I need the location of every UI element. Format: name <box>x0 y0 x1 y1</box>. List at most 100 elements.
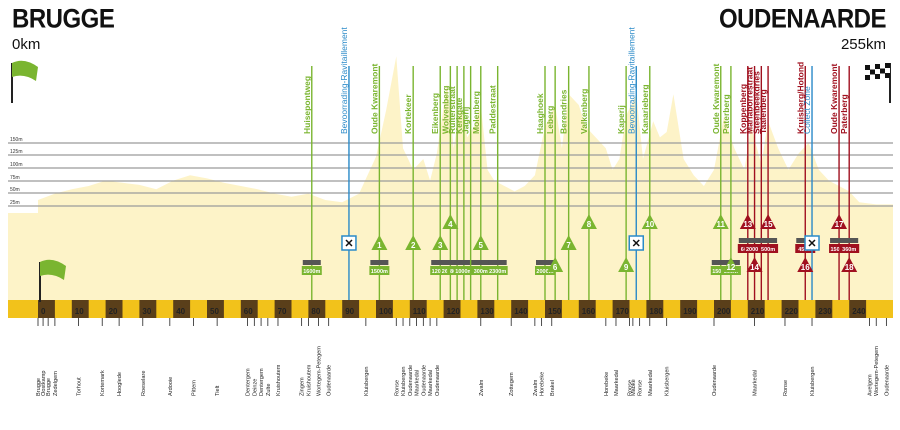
marker-label: Jagerij <box>461 107 471 134</box>
town-name: Hooglede <box>117 372 123 396</box>
axis-km-label: 30 <box>142 307 151 316</box>
marker-label: Bevoorrading-Ravitaillement <box>626 27 636 134</box>
axis-segment <box>274 300 292 318</box>
marker-green: Valkenberg <box>579 66 590 300</box>
town-name: Maarkedal <box>415 370 421 396</box>
axis-km-label: 120 <box>447 307 461 316</box>
cobble-icon <box>431 260 450 265</box>
flag-check <box>870 64 875 70</box>
climb-number: 9 <box>624 263 629 272</box>
climb-triangle <box>371 235 388 250</box>
finish-flag <box>865 63 891 103</box>
climb-6: 6 <box>547 257 564 272</box>
marker-label: Oude Kwaremont <box>369 63 379 134</box>
axis-km-label: 150 <box>548 307 562 316</box>
profile-area <box>38 56 900 301</box>
cobble-icon <box>840 238 859 243</box>
town-name: Kluisbergen <box>810 366 816 396</box>
climb-triangle <box>712 214 729 229</box>
climb-triangle <box>739 214 756 229</box>
marker-green: Jagerij <box>461 66 472 300</box>
cobble-icon <box>830 238 849 243</box>
feed-box <box>628 235 645 251</box>
cobble-length-box <box>487 266 508 275</box>
cobble-length-box <box>301 266 322 275</box>
town-name: Maarkedal <box>614 370 620 396</box>
town-name: Zottegem <box>509 372 515 396</box>
climb-triangle <box>641 214 658 229</box>
town-name: Dentergem <box>259 368 265 396</box>
climb-number: 16 <box>801 263 810 272</box>
axis-segment <box>680 300 698 318</box>
cobble-icon <box>302 260 321 265</box>
town-name: Oudenaarde <box>712 365 718 396</box>
marker-label: Berendries <box>559 89 569 134</box>
flag-check <box>870 69 875 75</box>
town-name: Zingem <box>300 377 306 396</box>
town-name: Oudenaarde <box>408 365 414 396</box>
cobble-icon <box>370 260 389 265</box>
cobble-icon <box>471 260 490 265</box>
marker-red: Steenbeekdries <box>751 66 763 300</box>
axis-km-label: 50 <box>210 307 219 316</box>
feed-box <box>341 235 357 251</box>
cobble-length: 1500m <box>371 269 388 275</box>
flag-check <box>865 70 870 75</box>
start-distance: 0km <box>12 36 41 53</box>
climb-triangle <box>722 257 739 272</box>
altitude-label: 25m <box>10 200 20 206</box>
climb-17: 17 <box>831 214 848 229</box>
town-name: Ronse <box>638 380 644 396</box>
town-name: Brugge <box>36 378 42 396</box>
cobble-length: 360m <box>842 247 856 253</box>
climb-triangle <box>831 214 848 229</box>
climb-number: 4 <box>448 220 453 229</box>
flag-check <box>880 68 885 74</box>
axis-km-label: 0 <box>41 307 46 316</box>
town-name: Pittem <box>191 380 197 396</box>
climb-triangle <box>760 214 777 229</box>
cobble-length: 2000m <box>746 247 763 253</box>
axis-segment <box>714 300 731 318</box>
axis-segment <box>545 300 562 318</box>
town-name: Horebeke <box>604 372 610 396</box>
flag-check <box>880 63 885 69</box>
marker-label: Collect Zone <box>802 86 812 134</box>
marker-label: Kaperij <box>616 105 626 134</box>
cobble-length-box <box>430 266 451 275</box>
altitude-label: 100m <box>10 162 23 168</box>
climb-number: 14 <box>750 263 759 272</box>
town-name: Oudenaarde <box>435 365 441 396</box>
axis-km-label: 70 <box>278 307 287 316</box>
town-name: Kluisbergen <box>364 366 370 396</box>
axis-segment <box>747 300 765 318</box>
axis-km-label: 140 <box>514 307 528 316</box>
marker-label: Paterberg <box>839 94 849 134</box>
climb-7: 7 <box>560 235 577 250</box>
axis-segment <box>443 300 461 318</box>
axis-segment <box>511 300 529 318</box>
town-name: Ronse <box>394 380 400 396</box>
altitude-label: 50m <box>10 187 20 193</box>
climb-triangle <box>405 235 422 250</box>
axis-segment <box>71 300 89 318</box>
cobble-length: 1000m <box>455 269 472 275</box>
axis-km-label: 200 <box>717 307 731 316</box>
marker-green: Kanarieberg <box>640 66 651 300</box>
climb-number: 17 <box>835 220 844 229</box>
km0-flag <box>39 259 66 302</box>
climb-triangle <box>432 235 449 250</box>
climb-3: 3 <box>432 235 449 250</box>
climb-triangle <box>547 257 564 272</box>
axis-km-label: 80 <box>311 307 320 316</box>
axis-km-label: 230 <box>818 307 832 316</box>
town-name: Kruishoutem <box>306 364 312 396</box>
axis-km-label: 190 <box>683 307 697 316</box>
flag-check <box>885 73 890 78</box>
axis-km-label: 160 <box>582 307 596 316</box>
